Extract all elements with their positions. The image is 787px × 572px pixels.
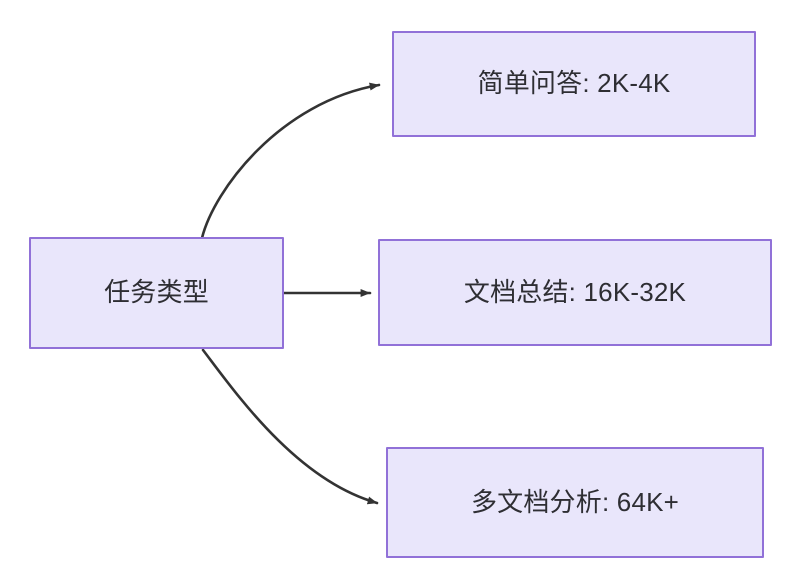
node-document-summary-label: 文档总结: 16K-32K — [463, 276, 687, 307]
node-task-type[interactable]: 任务类型 — [29, 237, 284, 349]
node-simple-qa[interactable]: 简单问答: 2K-4K — [392, 31, 756, 137]
node-multi-document-analysis-label: 多文档分析: 64K+ — [470, 486, 680, 517]
node-task-type-label: 任务类型 — [104, 277, 209, 308]
edge-source-to-simple-qa — [200, 82, 381, 240]
node-document-summary[interactable]: 文档总结: 16K-32K — [378, 239, 772, 346]
edge-source-to-multi-doc — [201, 348, 379, 505]
node-multi-document-analysis[interactable]: 多文档分析: 64K+ — [386, 447, 764, 558]
node-simple-qa-label: 简单问答: 2K-4K — [477, 68, 671, 99]
